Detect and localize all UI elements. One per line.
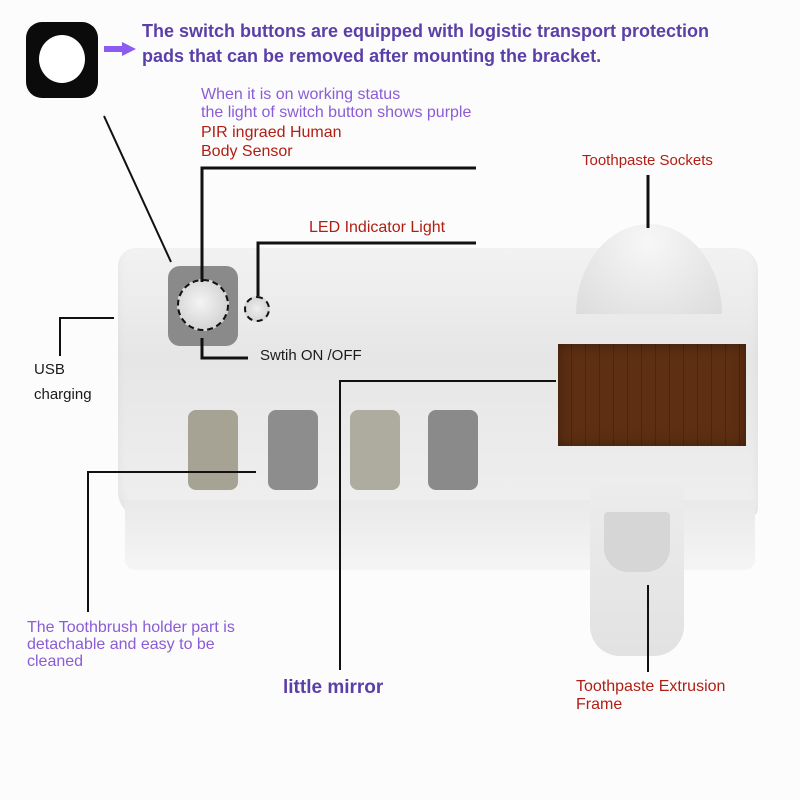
pir-sensor-line1: PIR ingraed Human [201, 124, 342, 141]
led-indicator [244, 296, 270, 322]
toothbrush-slot-1 [188, 410, 238, 490]
toothpaste-sockets-label: Toothpaste Sockets [582, 152, 713, 169]
header-note-line2: pads that can be removed after mounting … [142, 46, 602, 66]
protection-pad-icon [26, 22, 98, 98]
usb-label-line1: USB [34, 361, 65, 378]
toothpaste-socket [576, 224, 722, 314]
switch-housing [168, 266, 238, 346]
working-status-line2: the light of switch button shows purple [201, 104, 472, 121]
switch-button[interactable] [177, 279, 229, 331]
toothbrush-slot-3 [350, 410, 400, 490]
mirror-label: little mirror [283, 677, 384, 698]
holder-label-line3: cleaned [27, 653, 84, 670]
toothbrush-slot-2 [268, 410, 318, 490]
usb-label-line2: charging [34, 386, 92, 403]
toothpaste-extrusion-frame [590, 486, 684, 656]
pad-hole [39, 35, 85, 83]
toothbrush-slot-4 [428, 410, 478, 490]
arrow-right-icon [104, 42, 136, 56]
led-indicator-label: LED Indicator Light [309, 219, 446, 236]
extrusion-label-line1: Toothpaste Extrusion [576, 678, 726, 695]
extruder-cavity [604, 512, 670, 572]
holder-label-line1: The Toothbrush holder part is [27, 619, 235, 636]
working-status-line1: When it is on working status [201, 86, 401, 103]
switch-label: Swtih ON /OFF [260, 347, 362, 364]
pir-sensor-line2: Body Sensor [201, 143, 293, 160]
holder-label-line2: detachable and easy to be [27, 636, 215, 653]
header-note-line1: The switch buttons are equipped with log… [142, 21, 710, 41]
little-mirror [558, 344, 746, 446]
extrusion-label-line2: Frame [576, 696, 623, 713]
